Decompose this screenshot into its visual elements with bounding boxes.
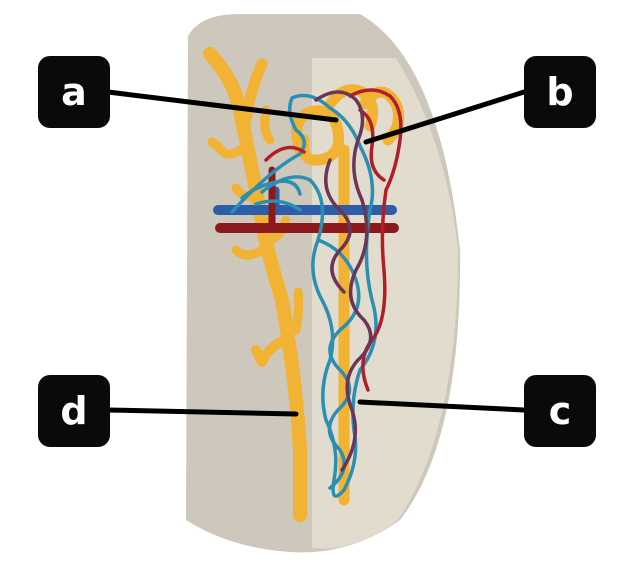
- label-d: d: [38, 375, 110, 447]
- label-b: b: [524, 56, 596, 128]
- label-a: a: [38, 56, 110, 128]
- label-c: c: [524, 375, 596, 447]
